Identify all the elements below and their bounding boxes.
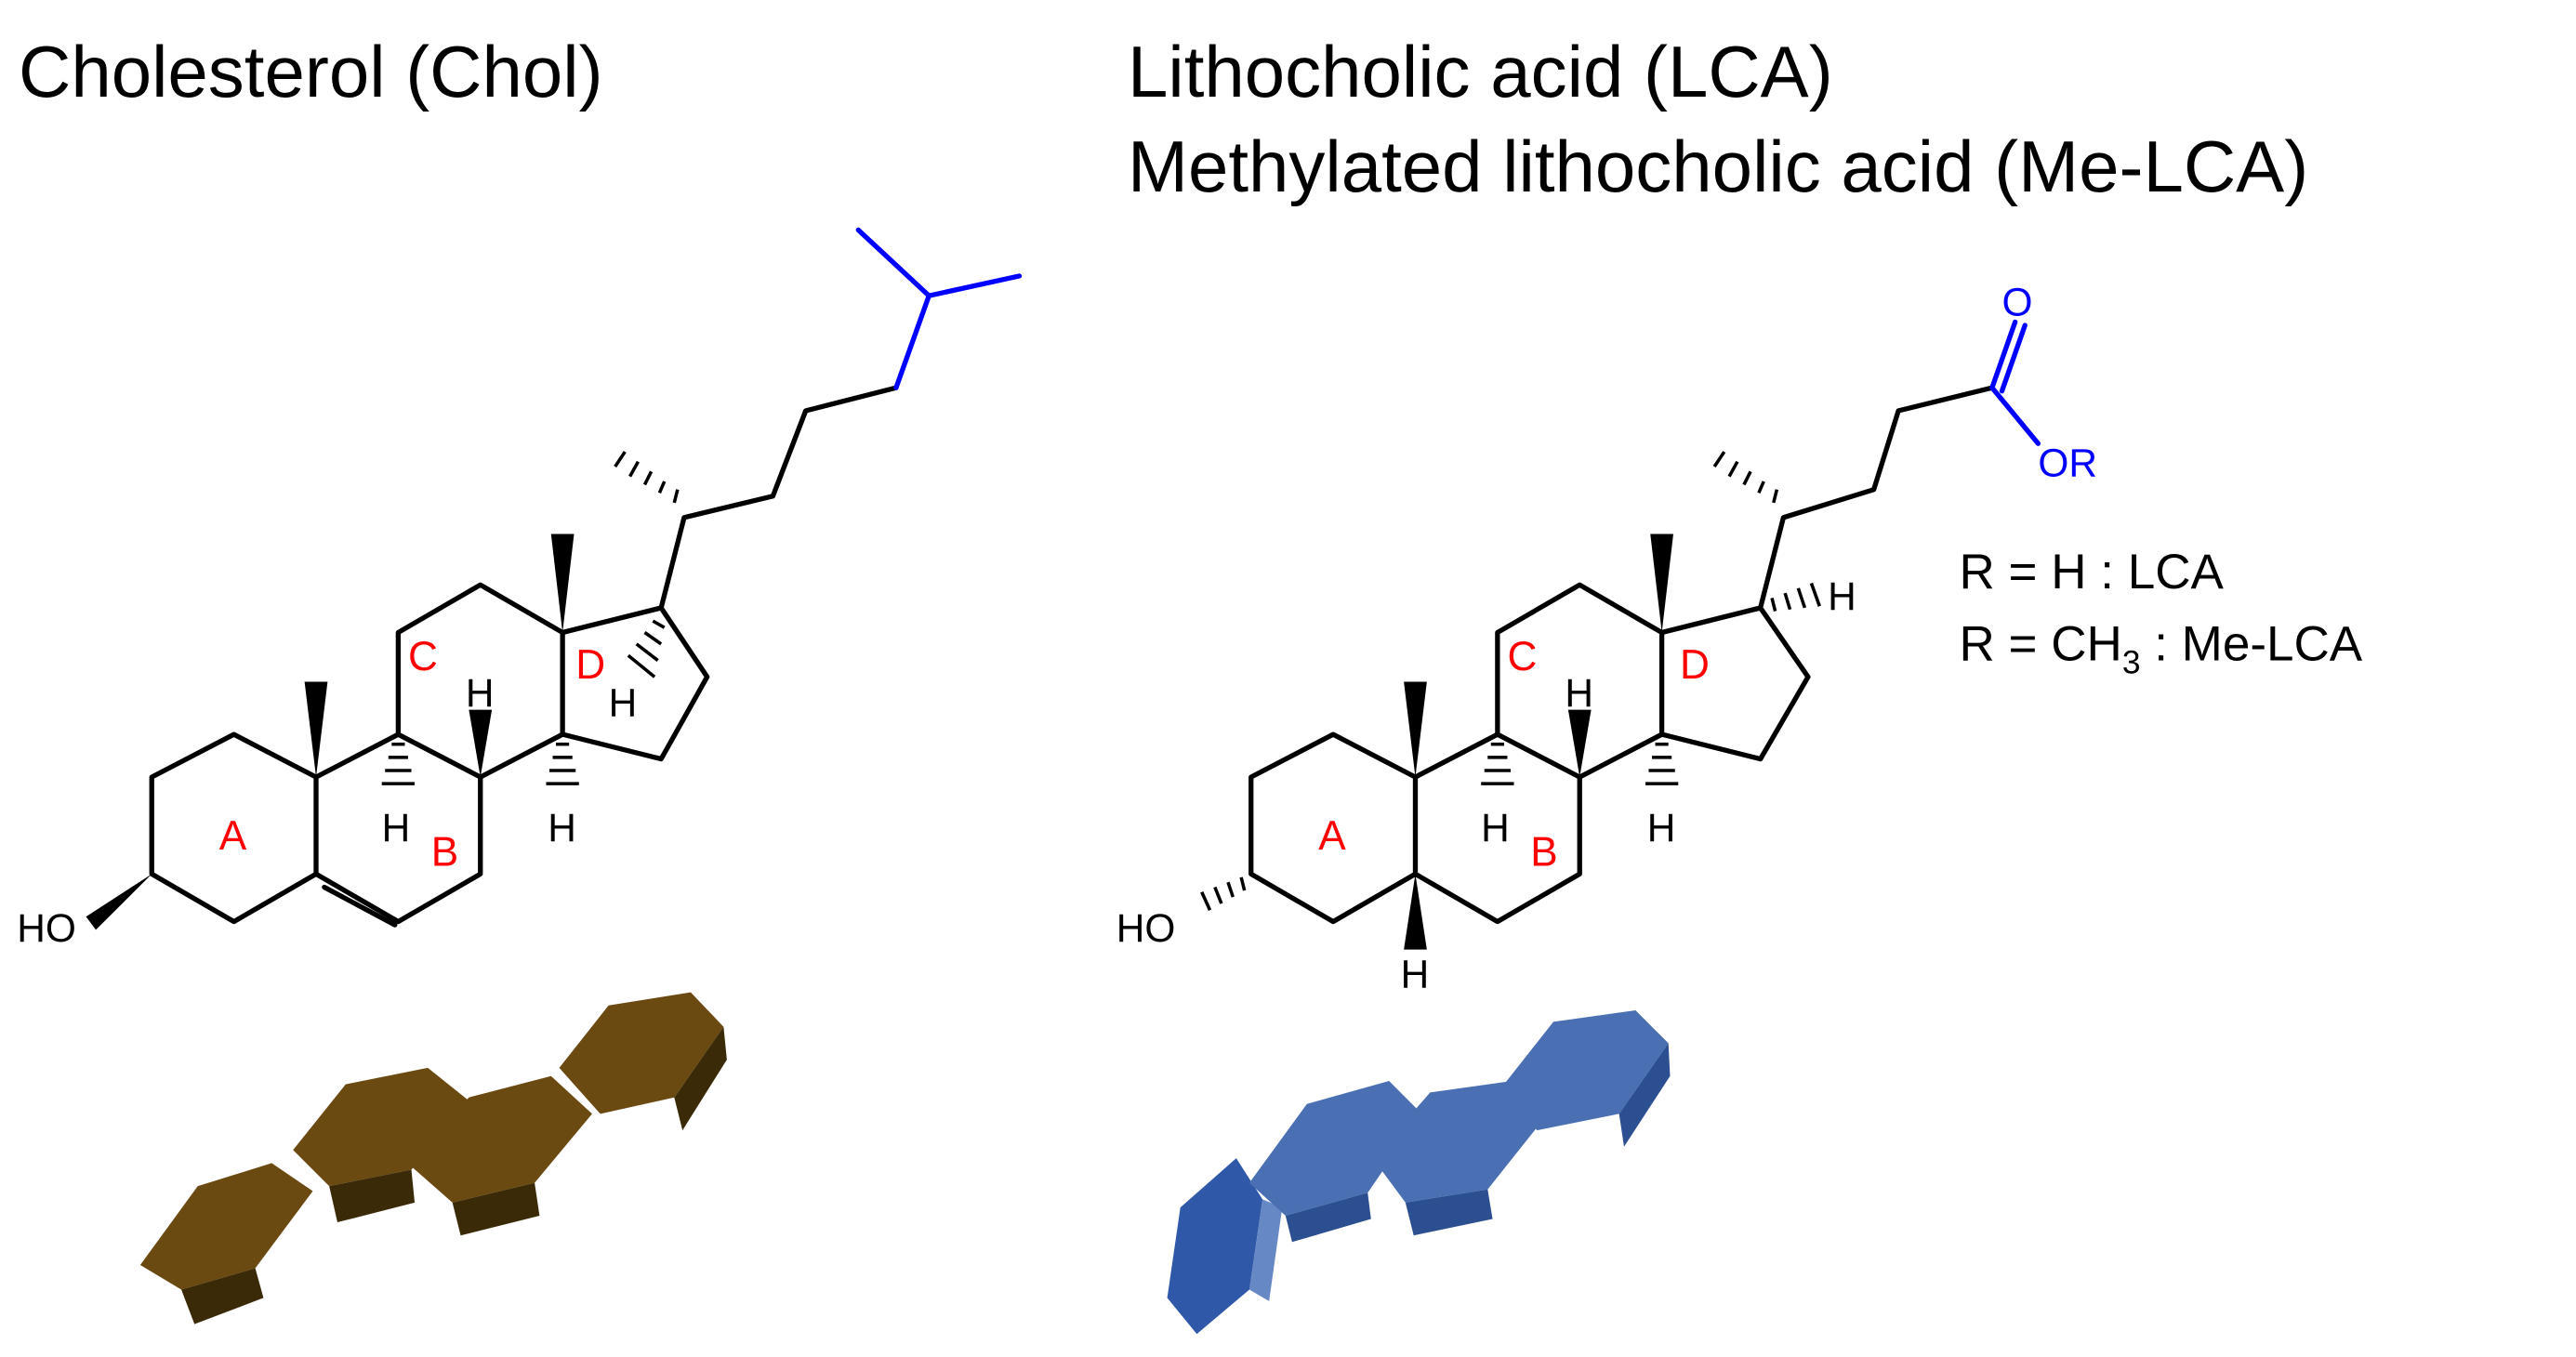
legend-r-ch3-suffix: : Me-LCA (2140, 617, 2362, 672)
chol-title: Cholesterol (Chol) (19, 31, 603, 112)
chol-h-8: H (466, 671, 495, 715)
cholesterol-labels: A B C D HO H H H H (17, 634, 637, 950)
lca-ribbon-model (1167, 1010, 1671, 1335)
lca-ester-group: OR (2038, 441, 2097, 485)
chol-h-14: H (548, 806, 576, 850)
chol-ribbon-model (139, 992, 727, 1324)
chol-ring-label-b: B (431, 830, 458, 876)
cholesterol-structure (149, 227, 1023, 928)
lca-ring-label-c: C (1507, 634, 1537, 679)
legend-r-ch3-prefix: R = CH (1960, 617, 2122, 672)
lca-ring-label-d: D (1680, 642, 1710, 688)
lca-h-8: H (1565, 671, 1593, 715)
chol-h-17: H (609, 681, 638, 725)
chol-ring-label-c: C (408, 634, 438, 679)
lca-h-9: H (1481, 806, 1510, 850)
legend-r-ch3: R = CH3 : Me-LCA (1960, 617, 2363, 681)
lca-hydroxyl: HO (1116, 906, 1176, 950)
lca-structure (1248, 319, 2041, 925)
me-lca-title: Methylated lithocholic acid (Me-LCA) (1128, 125, 2309, 207)
lca-h-14: H (1647, 806, 1676, 850)
lca-h-17: H (1828, 574, 1856, 618)
chol-ring-label-d: D (575, 642, 605, 688)
lca-title: Lithocholic acid (LCA) (1128, 31, 1833, 112)
chol-hydroxyl: HO (17, 906, 76, 950)
lca-h-5: H (1401, 952, 1430, 995)
chol-h-9: H (382, 806, 411, 850)
chol-ring-label-a: A (219, 813, 247, 859)
legend-r-ch3-subscript: 3 (2122, 645, 2141, 681)
lca-ring-label-b: B (1530, 830, 1557, 876)
lca-labels: A B C D HO H H H H H O OR R = H : LCA R … (1116, 280, 2363, 995)
lca-ring-label-a: A (1318, 813, 1346, 859)
legend-r-h: R = H : LCA (1960, 545, 2225, 599)
lca-stereo-bonds (1200, 451, 1821, 950)
cholesterol-stereo-bonds (86, 451, 680, 930)
lca-carbonyl-oxygen: O (2002, 280, 2033, 323)
